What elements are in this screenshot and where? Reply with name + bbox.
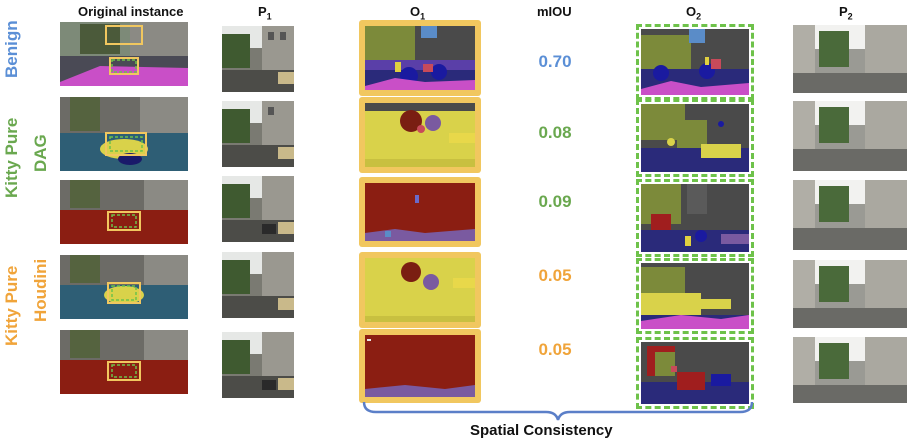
header-p1: P1 [258, 4, 272, 22]
o1-segmentation-5 [359, 329, 481, 403]
o1-segmentation-4 [359, 252, 481, 328]
p1-image-2 [222, 101, 294, 167]
caption-spatial-consistency: Spatial Consistency [470, 422, 613, 439]
miou-value-2: 0.08 [538, 123, 572, 142]
miou-value-4: 0.05 [538, 266, 572, 285]
o1-segmentation-3 [359, 177, 481, 247]
o1-segmentation-2 [359, 97, 481, 173]
label-benign: Benign [2, 20, 21, 78]
original-instance-1 [60, 22, 188, 86]
p2-image-3 [793, 180, 907, 250]
header-o1: O1 [410, 4, 426, 22]
p2-image-1 [793, 25, 907, 93]
o2-segmentation-1 [636, 24, 754, 100]
p1-image-4 [222, 252, 294, 318]
header-o2: O2 [686, 4, 702, 22]
label-kitty-pure-2: Kitty Pure [2, 265, 21, 346]
p2-image-5 [793, 337, 907, 403]
o2-segmentation-5 [636, 337, 754, 409]
original-instance-4 [60, 255, 188, 319]
o2-segmentation-3 [636, 179, 754, 257]
o1-segmentation-1 [359, 20, 481, 96]
label-houdini: Houdini [31, 258, 50, 322]
miou-value-5: 0.05 [538, 340, 572, 359]
label-kitty-pure-1: Kitty Pure [2, 117, 21, 198]
header-miou: mIOU [537, 4, 572, 19]
p1-image-1 [222, 26, 294, 92]
miou-value-1: 0.70 [538, 52, 572, 71]
original-instance-2 [60, 97, 188, 171]
label-dag: DAG [31, 134, 50, 172]
p2-image-2 [793, 101, 907, 171]
p1-image-5 [222, 332, 294, 398]
spatial-consistency-brace [362, 400, 754, 427]
original-instance-3 [60, 180, 188, 244]
o2-segmentation-4 [636, 258, 754, 334]
p2-image-4 [793, 260, 907, 328]
original-instance-5 [60, 330, 188, 394]
miou-value-3: 0.09 [538, 192, 572, 211]
header-p2: P2 [839, 4, 853, 22]
header-original-instance: Original instance [78, 4, 184, 19]
p1-image-3 [222, 176, 294, 242]
o2-segmentation-2 [636, 99, 754, 177]
